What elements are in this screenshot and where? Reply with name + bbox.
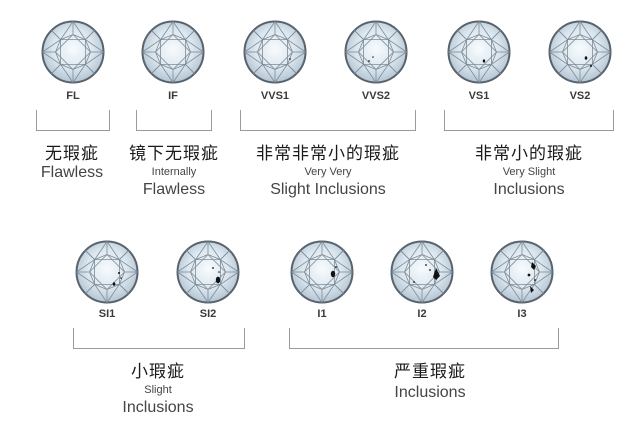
group-si-english: Inclusions [122,399,194,416]
diamond-if-icon [141,20,205,84]
grade-i3-label: I3 [517,308,527,320]
group-vs-english-sub: Very Slight [502,166,556,178]
diamond-vs2-icon [548,20,612,84]
diamond-i3-icon [490,240,554,304]
grade-vvs1-label: VVS1 [260,90,290,102]
group-si-chinese: 小瑕疵 [131,362,185,382]
diamond-i1-icon [290,240,354,304]
group-if-english-sub: Internally [151,166,197,178]
group-vvs-english: Slight Inclusions [270,181,386,198]
diamond-vvs1-icon [243,20,307,84]
group-i-chinese: 严重瑕疵 [394,362,466,382]
group-if-english: Flawless [142,181,206,198]
group-fl-english: Flawless [40,164,104,181]
bracket-si [73,328,245,349]
group-if-chinese: 镜下无瑕疵 [129,144,219,164]
bracket-vvs [240,110,416,131]
grade-if-label: IF [168,90,178,102]
group-i-english: Inclusions [394,384,466,401]
group-si-english-sub: Slight [144,384,172,396]
grade-i2-label: I2 [417,308,427,320]
diamond-si1-icon [75,240,139,304]
group-vs-english: Inclusions [493,181,565,198]
bracket-vs [444,110,614,131]
grade-si2-label: SI2 [199,308,217,320]
group-vvs-english-sub: Very Very [304,166,352,178]
diamond-i2-icon [390,240,454,304]
group-fl-chinese: 无瑕疵 [45,144,99,164]
diamond-vs1-icon [447,20,511,84]
grade-vvs2-label: VVS2 [361,90,391,102]
diamond-vvs2-icon [344,20,408,84]
grade-vs2-label: VS2 [569,90,591,102]
diamond-si2-icon [176,240,240,304]
bracket-if [136,110,212,131]
grade-fl-label: FL [66,90,80,102]
bracket-i [289,328,559,349]
bracket-fl [36,110,110,131]
diamond-fl-icon [41,20,105,84]
group-vvs-chinese: 非常非常小的瑕疵 [256,144,400,164]
grade-si1-label: SI1 [98,308,116,320]
grade-i1-label: I1 [317,308,327,320]
group-vs-chinese: 非常小的瑕疵 [475,144,583,164]
grade-vs1-label: VS1 [468,90,490,102]
